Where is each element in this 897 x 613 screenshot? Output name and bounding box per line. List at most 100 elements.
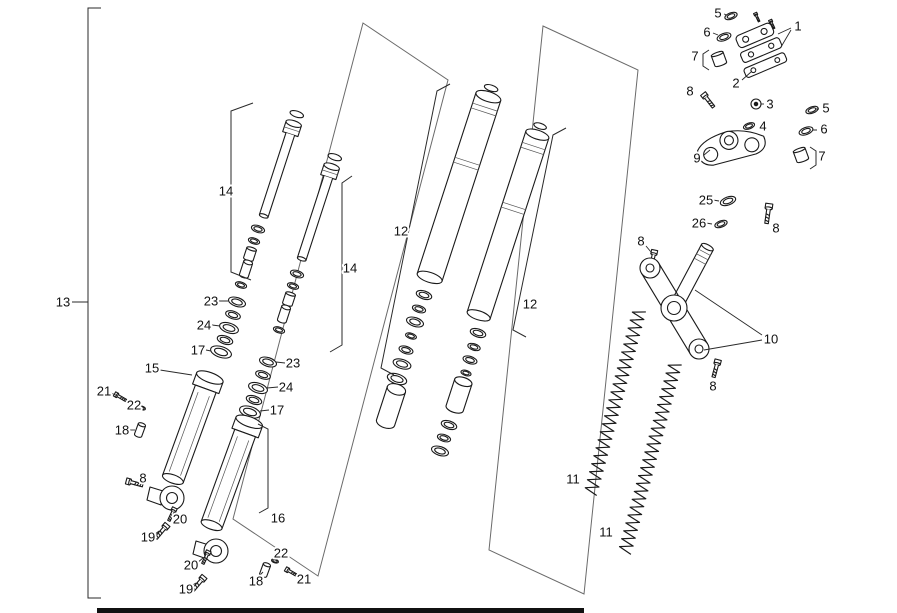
top-triple-clamp-9 — [697, 130, 766, 166]
leader-lines — [110, 13, 819, 587]
seal-ring-24-left — [217, 319, 241, 337]
part-label-15-5: 15 — [145, 361, 159, 376]
handlebar-clamp-parts-1-2 — [735, 22, 788, 78]
part-label-23-2: 23 — [204, 294, 218, 309]
lower-triple-clamp-10 — [639, 257, 710, 360]
ring — [404, 331, 418, 341]
rebound-spring-piece — [276, 303, 292, 325]
part-label-24-3: 24 — [197, 318, 211, 333]
ring — [439, 418, 459, 432]
panel-right — [488, 25, 639, 595]
axle-foot-right — [192, 538, 229, 564]
part-label-14-12: 14 — [343, 261, 357, 276]
spring-coil-path — [618, 364, 682, 555]
ring-6-right — [797, 124, 815, 138]
part-label-12-23: 12 — [523, 297, 537, 312]
seal-26 — [713, 218, 729, 230]
seal-ring-23-left — [226, 294, 248, 310]
part-label-24-14: 24 — [279, 380, 293, 395]
ring — [461, 353, 479, 367]
ring — [414, 288, 434, 302]
ring-5-left — [723, 10, 739, 22]
bracket-14-left — [230, 102, 254, 281]
bolt-8-right — [762, 202, 774, 225]
part-label-8-29: 8 — [686, 84, 693, 99]
seal-carrier — [444, 374, 474, 416]
bolt-8-top — [700, 91, 717, 110]
bushing-7-left — [710, 50, 728, 68]
seal-ring — [224, 308, 242, 322]
seal-ring — [244, 393, 264, 407]
part-label-18-19: 18 — [249, 574, 263, 589]
screw-21-left — [112, 391, 128, 403]
ring-5-right — [804, 104, 820, 116]
bushing-18-left — [133, 421, 147, 439]
part-label-3-30: 3 — [766, 97, 773, 112]
part-label-8-41: 8 — [709, 379, 716, 394]
bracket-7-right — [809, 146, 817, 170]
outer-tube-12-left — [416, 83, 502, 285]
ring — [429, 443, 451, 459]
lower-tube-15 — [161, 370, 224, 485]
bearing-25 — [718, 193, 738, 209]
seal-carrier — [374, 380, 408, 432]
bolt-8-clamp-bottom — [709, 358, 722, 379]
bottom-edge-artifact — [97, 608, 584, 613]
part-label-7-35: 7 — [818, 149, 825, 164]
part-label-11-42: 11 — [566, 472, 580, 487]
part-label-20-10: 20 — [173, 512, 187, 527]
washer — [286, 281, 300, 291]
washer — [234, 280, 248, 290]
ring — [436, 432, 452, 444]
background-panels — [232, 22, 639, 595]
panel-left — [232, 22, 449, 577]
part-label-14-1: 14 — [219, 184, 233, 199]
washer — [247, 236, 261, 246]
steering-assembly — [639, 10, 820, 379]
part-label-26-37: 26 — [692, 216, 706, 231]
bracket-14-right — [329, 175, 353, 353]
fork-leg-left — [112, 110, 305, 541]
clamp-screw — [753, 11, 761, 23]
seal-ring — [215, 333, 235, 347]
part-label-19-11: 19 — [141, 530, 155, 545]
fork-leg-right — [189, 153, 343, 593]
seal-ring-17-left — [208, 342, 234, 362]
bracket-12-left — [380, 83, 451, 376]
part-label-5-33: 5 — [822, 101, 829, 116]
part-label-1-27: 1 — [794, 19, 801, 34]
part-label-11-43: 11 — [599, 525, 613, 540]
part-label-17-4: 17 — [191, 343, 205, 358]
part-label-6-34: 6 — [820, 122, 827, 137]
bracket-12-right — [512, 127, 567, 338]
part-label-23-13: 23 — [286, 356, 300, 371]
seal-ring — [254, 368, 272, 382]
nut-3 — [750, 98, 762, 110]
part-label-25-36: 25 — [699, 193, 713, 208]
part-label-9-32: 9 — [693, 151, 700, 166]
part-label-12-22: 12 — [394, 224, 408, 239]
part-label-22-20: 22 — [274, 546, 288, 561]
spring-11-left — [584, 311, 646, 496]
ring-6-left — [715, 30, 733, 44]
seal-ring-24-right — [246, 379, 270, 397]
outer-tube-left-assembly — [374, 83, 502, 432]
washer — [289, 268, 305, 280]
bracket-13 — [87, 7, 101, 599]
part-labels: 1314232417152122188201914232417162019182… — [54, 4, 832, 599]
ring — [397, 343, 415, 357]
lower-tube-16 — [200, 414, 264, 532]
callout-brackets — [72, 7, 817, 599]
screw-19-left — [152, 521, 171, 541]
part-label-22-7: 22 — [127, 398, 141, 413]
spring-11-right — [618, 364, 682, 555]
part-label-21-6: 21 — [97, 384, 111, 399]
part-label-2-28: 2 — [732, 76, 739, 91]
part-label-16-16: 16 — [271, 511, 285, 526]
part-label-21-21: 21 — [297, 572, 311, 587]
bracket-16 — [257, 423, 269, 514]
part-label-10-40: 10 — [764, 332, 778, 347]
spring-coil-path — [584, 311, 646, 496]
coil-springs — [584, 311, 682, 555]
